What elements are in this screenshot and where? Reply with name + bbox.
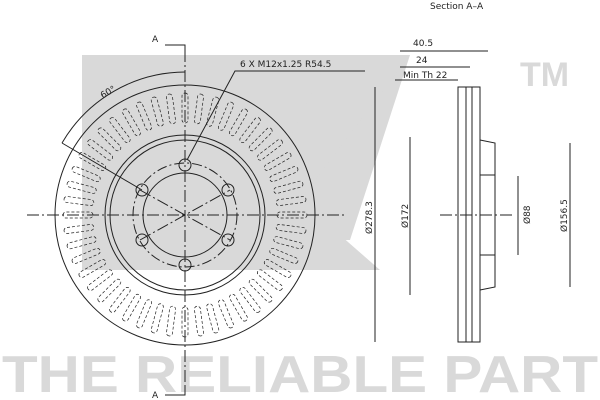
vent-slots [62,92,308,338]
dim-center-bore: Ø88 [522,205,533,224]
section-marker-bottom: A [152,391,159,400]
front-view [27,44,365,396]
dim-min-thickness: Min Th 22 [403,71,447,81]
dim-overall-thickness: 40.5 [413,39,433,49]
dim-inner-diameter: Ø172 [400,204,411,228]
section-view [374,50,571,343]
section-title: Section A–A [430,2,484,12]
dim-disc-thickness: 24 [416,56,428,66]
bolt-callout: 6 X M12x1.25 R54.5 [240,60,331,70]
dim-outer-diameter: Ø278.3 [364,201,375,234]
trademark-text: TM [520,56,569,94]
section-marker-top: A [152,35,159,45]
dim-hat-diameter: Ø156.5 [559,199,570,232]
tagline-text: THE RELIABLE PART [2,346,598,400]
